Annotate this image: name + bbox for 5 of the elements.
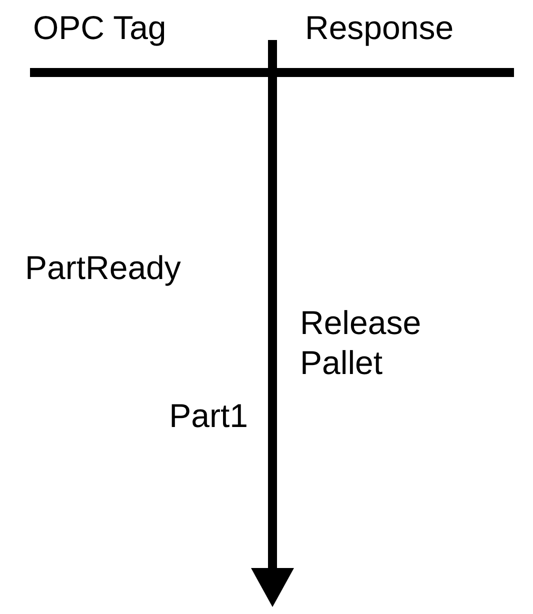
column-header: Response — [305, 8, 454, 48]
response-text: Release Pallet — [300, 303, 422, 383]
tag-name: Part1 — [168, 396, 248, 436]
tag-name: PartReady — [25, 248, 181, 288]
column-header: OPC Tag — [33, 8, 166, 48]
